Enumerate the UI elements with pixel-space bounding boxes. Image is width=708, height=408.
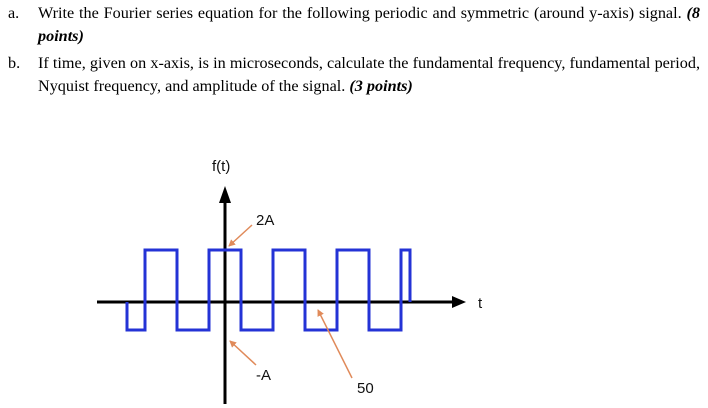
- x-axis-arrowhead: [452, 296, 466, 308]
- question-b-text: If time, given on x-axis, is in microsec…: [38, 54, 700, 95]
- annotation-arrow-bottom: [229, 340, 257, 366]
- annotation-bottom-label: -A: [256, 367, 271, 384]
- question-a-points: (8 points): [38, 4, 700, 45]
- axes: [97, 186, 466, 404]
- question-b: b. If time, given on x-axis, is in micro…: [8, 52, 700, 98]
- x-axis-label: t: [478, 295, 483, 312]
- question-b-marker: b.: [8, 54, 21, 72]
- question-a-text-block: Write the Fourier series equation for th…: [38, 2, 700, 48]
- question-b-text-block: If time, given on x-axis, is in microsec…: [38, 52, 700, 98]
- square-wave-signal: [125, 248, 412, 332]
- tick-label-50: 50: [357, 380, 374, 397]
- question-b-points: (3 points): [349, 77, 413, 95]
- annotation-arrow-tick: [317, 309, 353, 379]
- annotation-top-label: 2A: [256, 212, 274, 229]
- question-a-marker: a.: [8, 4, 20, 22]
- question-a-text: Write the Fourier series equation for th…: [38, 4, 682, 22]
- y-axis-arrowhead: [219, 186, 231, 203]
- annotation-arrow-top: [228, 224, 253, 247]
- question-a: a. Write the Fourier series equation for…: [8, 2, 700, 48]
- y-axis-label: f(t): [212, 158, 230, 175]
